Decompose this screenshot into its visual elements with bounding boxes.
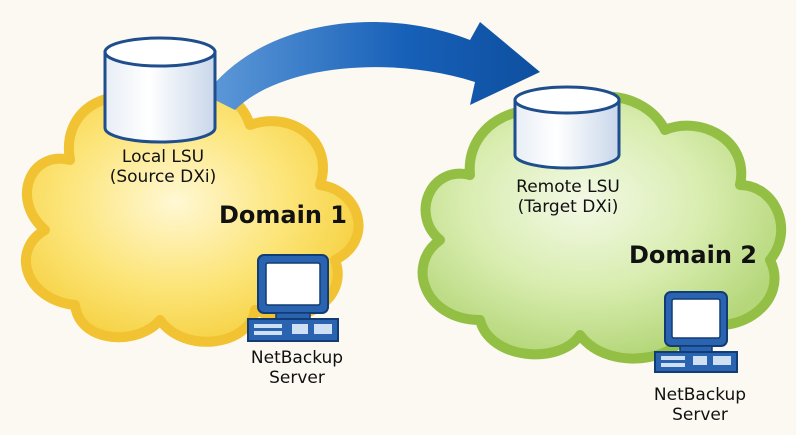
local-lsu-line1: Local LSU: [121, 147, 205, 167]
netbackup-server-2-computer-icon: [654, 291, 738, 373]
remote-lsu-drum-icon: [513, 85, 621, 170]
remote-lsu-line2: (Target DXi): [517, 197, 619, 218]
replication-arrow-icon: [205, 22, 540, 110]
netbackup-server-2-line1: NetBackup: [653, 385, 747, 405]
local-lsu-line2: (Source DXi): [109, 167, 217, 188]
domain-1-label: Domain 1: [219, 201, 347, 229]
netbackup-server-1-line2: Server: [269, 368, 325, 389]
remote-lsu-line1: Remote LSU: [516, 177, 620, 197]
netbackup-server-1-label: NetBackup Server: [237, 348, 357, 389]
netbackup-server-1-computer-icon: [247, 254, 339, 342]
netbackup-server-2-line2: Server: [672, 405, 728, 426]
remote-lsu-label: Remote LSU (Target DXi): [498, 177, 638, 218]
domain-2-label: Domain 2: [629, 241, 757, 269]
netbackup-server-1-line1: NetBackup: [250, 348, 344, 368]
local-lsu-drum-icon: [103, 36, 217, 144]
netbackup-server-2-label: NetBackup Server: [640, 385, 760, 426]
local-lsu-label: Local LSU (Source DXi): [98, 147, 228, 188]
